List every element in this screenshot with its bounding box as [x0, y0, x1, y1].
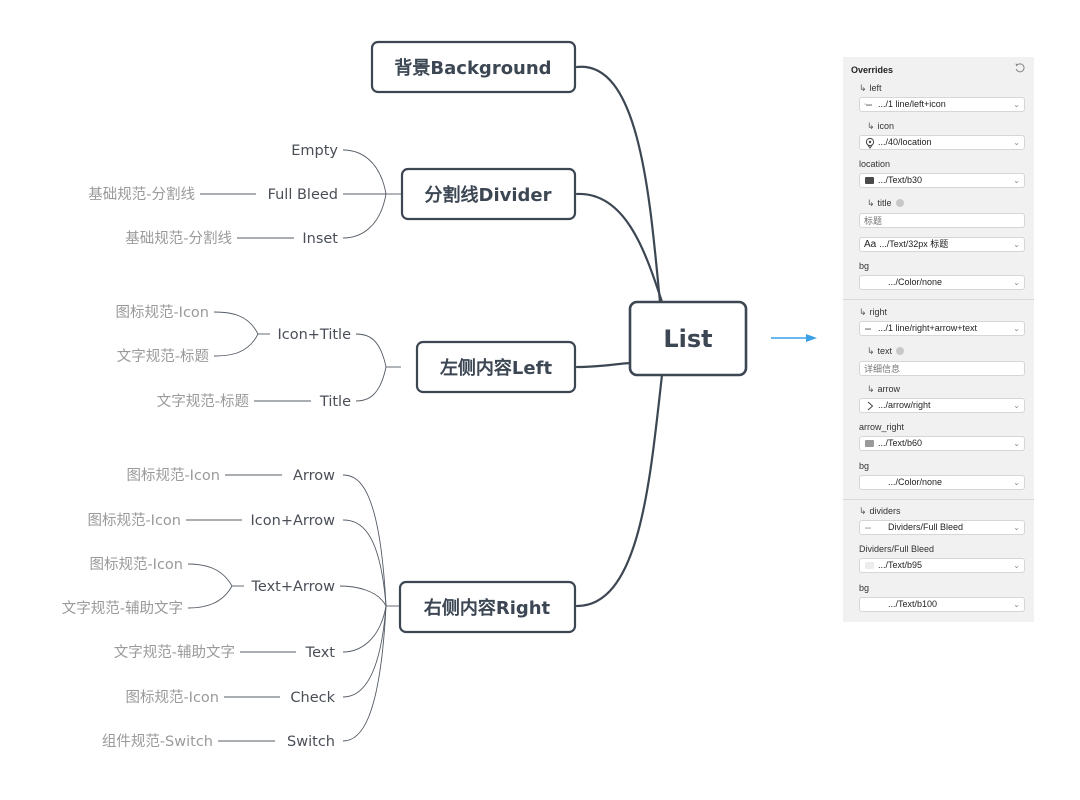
label-dividers-fullbleed: Dividers/Full Bleed	[859, 544, 935, 554]
chevron-down-icon: ⌄	[1013, 138, 1020, 147]
overrides-panel: Overrides ↳left ▫▬ .../1 line/left+icon …	[843, 57, 1034, 622]
text-style-value: Aa.../Text/32px 标题	[864, 239, 949, 250]
leaf-arrow: Arrow	[293, 468, 335, 484]
leaf-check: Check	[290, 690, 335, 706]
text-input[interactable]	[859, 361, 1025, 376]
select-icon[interactable]: .../40/location ⌄	[859, 135, 1025, 150]
chevron-down-icon: ⌄	[1013, 100, 1020, 109]
leaf-switch: Switch	[287, 734, 335, 750]
label-left: ↳left	[859, 83, 882, 93]
reset-icon[interactable]	[1014, 62, 1026, 74]
leaf-icon-arrow: Icon+Arrow	[251, 513, 336, 529]
mind-map: 背景Background 分割线Divider 左侧内容Left 右侧内容Rig…	[62, 40, 817, 750]
chevron-down-icon: ⌄	[1013, 561, 1020, 570]
branch-divider: 分割线Divider	[425, 184, 552, 206]
node-box-background	[370, 40, 577, 94]
panel-title: Overrides	[851, 65, 894, 75]
select-right[interactable]: ▬ .../1 line/right+arrow+text ⌄	[859, 321, 1025, 336]
label-arrow: ↳arrow	[867, 384, 901, 394]
select-arrow[interactable]: .../arrow/right ⌄	[859, 398, 1025, 413]
symbol-icon: ▬	[865, 326, 871, 332]
select-bg-2[interactable]: .../Color/none ⌄	[859, 475, 1025, 490]
select-title-font[interactable]: Aa.../Text/32px 标题 ⌄	[859, 237, 1025, 252]
label-bg-2: bg	[859, 461, 870, 471]
ref-left-title-b: 文字规范-标题	[157, 393, 249, 410]
connector-divider	[575, 192, 664, 304]
panel-header: Overrides	[843, 61, 1034, 77]
node-box-root	[628, 300, 748, 377]
info-badge-icon	[896, 347, 905, 355]
select-dividers[interactable]: ▬ Dividers/Full Bleed ⌄	[859, 520, 1025, 535]
connector-background	[575, 65, 662, 304]
ref-left-title-a: 文字规范-标题	[117, 348, 209, 365]
leaf-title: Title	[319, 394, 351, 410]
arrow-right-icon	[771, 334, 817, 342]
color-swatch	[865, 440, 874, 447]
leaf-text: Text	[305, 645, 336, 661]
label-dividers: ↳dividers	[859, 506, 901, 516]
label-arrow-right: arrow_right	[859, 422, 905, 432]
chevron-down-icon: ⌄	[1013, 240, 1020, 249]
node-box-divider	[400, 167, 577, 221]
label-bg-3: bg	[859, 583, 870, 593]
node-box-left	[415, 340, 577, 394]
chevron-down-icon: ⌄	[1013, 278, 1020, 287]
chevron-down-icon: ⌄	[1013, 401, 1020, 410]
location-pin-icon	[865, 137, 875, 149]
leaf-full-bleed: Full Bleed	[268, 187, 338, 203]
ref-left-icon: 图标规范-Icon	[115, 304, 209, 321]
leaf-empty: Empty	[291, 143, 338, 159]
branch-background: 背景Background	[394, 57, 551, 79]
chevron-down-icon: ⌄	[1013, 478, 1020, 487]
divider-line	[843, 499, 1034, 500]
select-bg-3[interactable]: .../Text/b100 ⌄	[859, 597, 1025, 612]
root-node: List	[663, 325, 712, 353]
chevron-down-icon: ⌄	[1013, 324, 1020, 333]
chevron-down-icon: ⌄	[1013, 439, 1020, 448]
ref-right-text: 文字规范-辅助文字	[114, 644, 235, 661]
label-bg-1: bg	[859, 261, 870, 271]
label-icon: ↳icon	[867, 121, 895, 131]
select-location[interactable]: .../Text/b30 ⌄	[859, 173, 1025, 188]
ref-divider-inset: 基础规范-分割线	[125, 230, 232, 247]
branch-left: 左侧内容Left	[440, 357, 553, 379]
select-left[interactable]: ▫▬ .../1 line/left+icon ⌄	[859, 97, 1025, 112]
label-text: ↳text	[867, 345, 905, 357]
color-swatch	[865, 562, 874, 569]
divider-line	[843, 299, 1034, 300]
symbol-icon: ▬	[865, 525, 871, 531]
title-input[interactable]	[859, 213, 1025, 228]
label-location: location	[859, 159, 891, 169]
branch-right: 右侧内容Right	[424, 597, 551, 619]
connector-left	[575, 361, 632, 369]
leaf-inset: Inset	[302, 231, 338, 247]
ref-right-switch: 组件规范-Switch	[102, 733, 213, 750]
ref-right-arrow: 图标规范-Icon	[126, 467, 220, 484]
connector-right	[575, 373, 664, 608]
leaf-text-arrow: Text+Arrow	[251, 579, 336, 595]
symbol-icon: ▫▬	[863, 102, 873, 108]
ref-right-textarrow-text: 文字规范-辅助文字	[62, 600, 183, 617]
color-swatch	[865, 177, 874, 184]
select-bg-1[interactable]: .../Color/none ⌄	[859, 275, 1025, 290]
ref-right-textarrow-icon: 图标规范-Icon	[89, 556, 183, 573]
label-title: ↳title	[867, 197, 904, 209]
select-dividers-fullbleed[interactable]: .../Text/b95 ⌄	[859, 558, 1025, 573]
ref-right-icon-arrow: 图标规范-Icon	[87, 512, 181, 529]
chevron-right-icon	[867, 401, 874, 411]
ref-divider-fullbleed: 基础规范-分割线	[88, 186, 195, 203]
chevron-down-icon: ⌄	[1013, 600, 1020, 609]
leaf-icon-title: Icon+Title	[277, 327, 351, 343]
chevron-down-icon: ⌄	[1013, 523, 1020, 532]
ref-right-check: 图标规范-Icon	[125, 689, 219, 706]
chevron-down-icon: ⌄	[1013, 176, 1020, 185]
info-badge-icon	[895, 199, 904, 207]
node-box-right	[398, 580, 577, 634]
select-arrow-right[interactable]: .../Text/b60 ⌄	[859, 436, 1025, 451]
label-right: ↳right	[859, 307, 888, 317]
